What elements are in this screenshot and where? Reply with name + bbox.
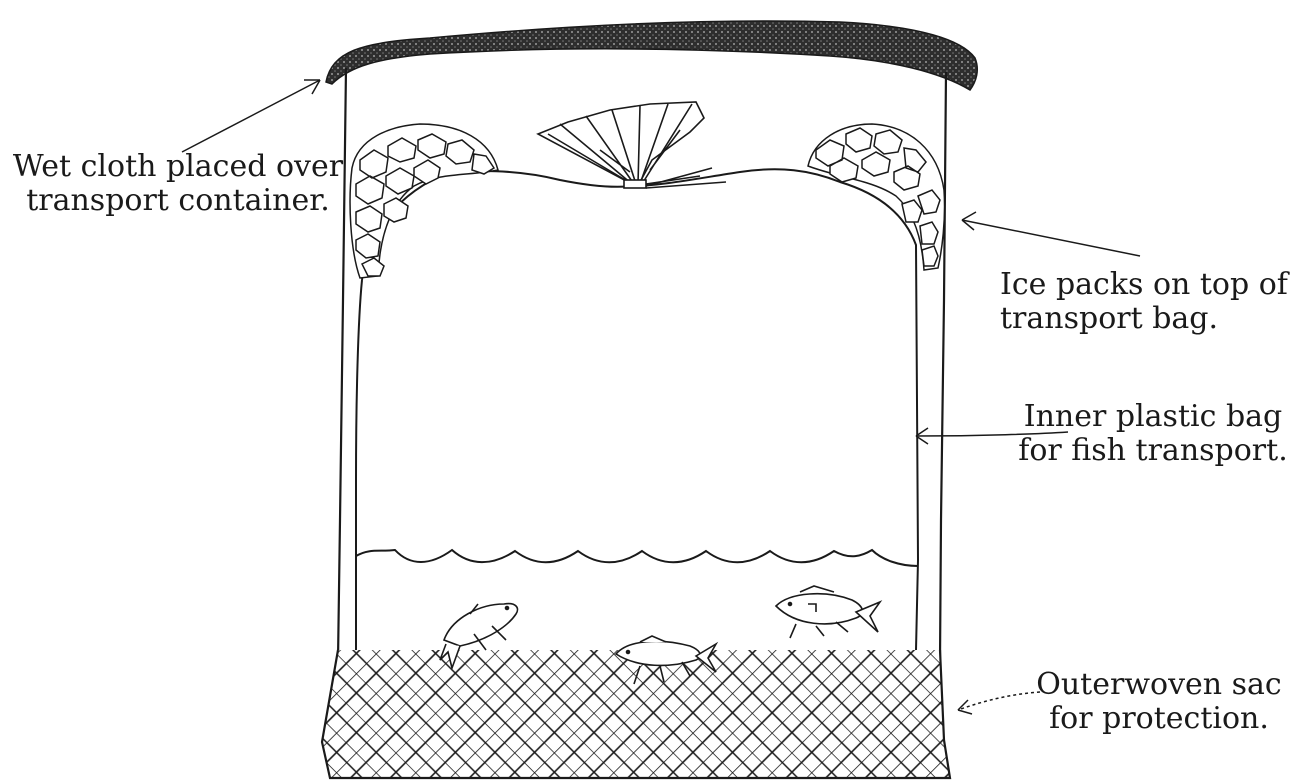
inner-plastic-bag (356, 169, 918, 650)
label-inner-bag-line1: Inner plastic bag (1014, 400, 1292, 434)
label-ice-packs: Ice packs on top of transport bag. (1000, 268, 1290, 336)
label-woven-sac-line1: Outerwoven sac (1034, 668, 1284, 702)
arrow-ice-packs (962, 212, 1140, 256)
label-ice-packs-line2: transport bag. (1000, 302, 1290, 336)
fish-right (776, 586, 880, 638)
label-wet-cloth-line2: transport container. (8, 184, 348, 218)
label-woven-sac-line2: for protection. (1034, 702, 1284, 736)
label-wet-cloth-line1: Wet cloth placed over (8, 150, 348, 184)
bag-tie (538, 102, 726, 188)
arrow-woven-sac (958, 692, 1040, 714)
arrow-wet-cloth (182, 80, 320, 152)
label-wet-cloth: Wet cloth placed over transport containe… (8, 150, 348, 218)
wet-cloth (326, 21, 977, 90)
label-ice-packs-line1: Ice packs on top of (1000, 268, 1290, 302)
label-inner-bag-line2: for fish transport. (1014, 434, 1292, 468)
label-woven-sac: Outerwoven sac for protection. (1034, 668, 1284, 736)
label-inner-bag: Inner plastic bag for fish transport. (1014, 400, 1292, 468)
ice-pack-left (350, 124, 498, 278)
